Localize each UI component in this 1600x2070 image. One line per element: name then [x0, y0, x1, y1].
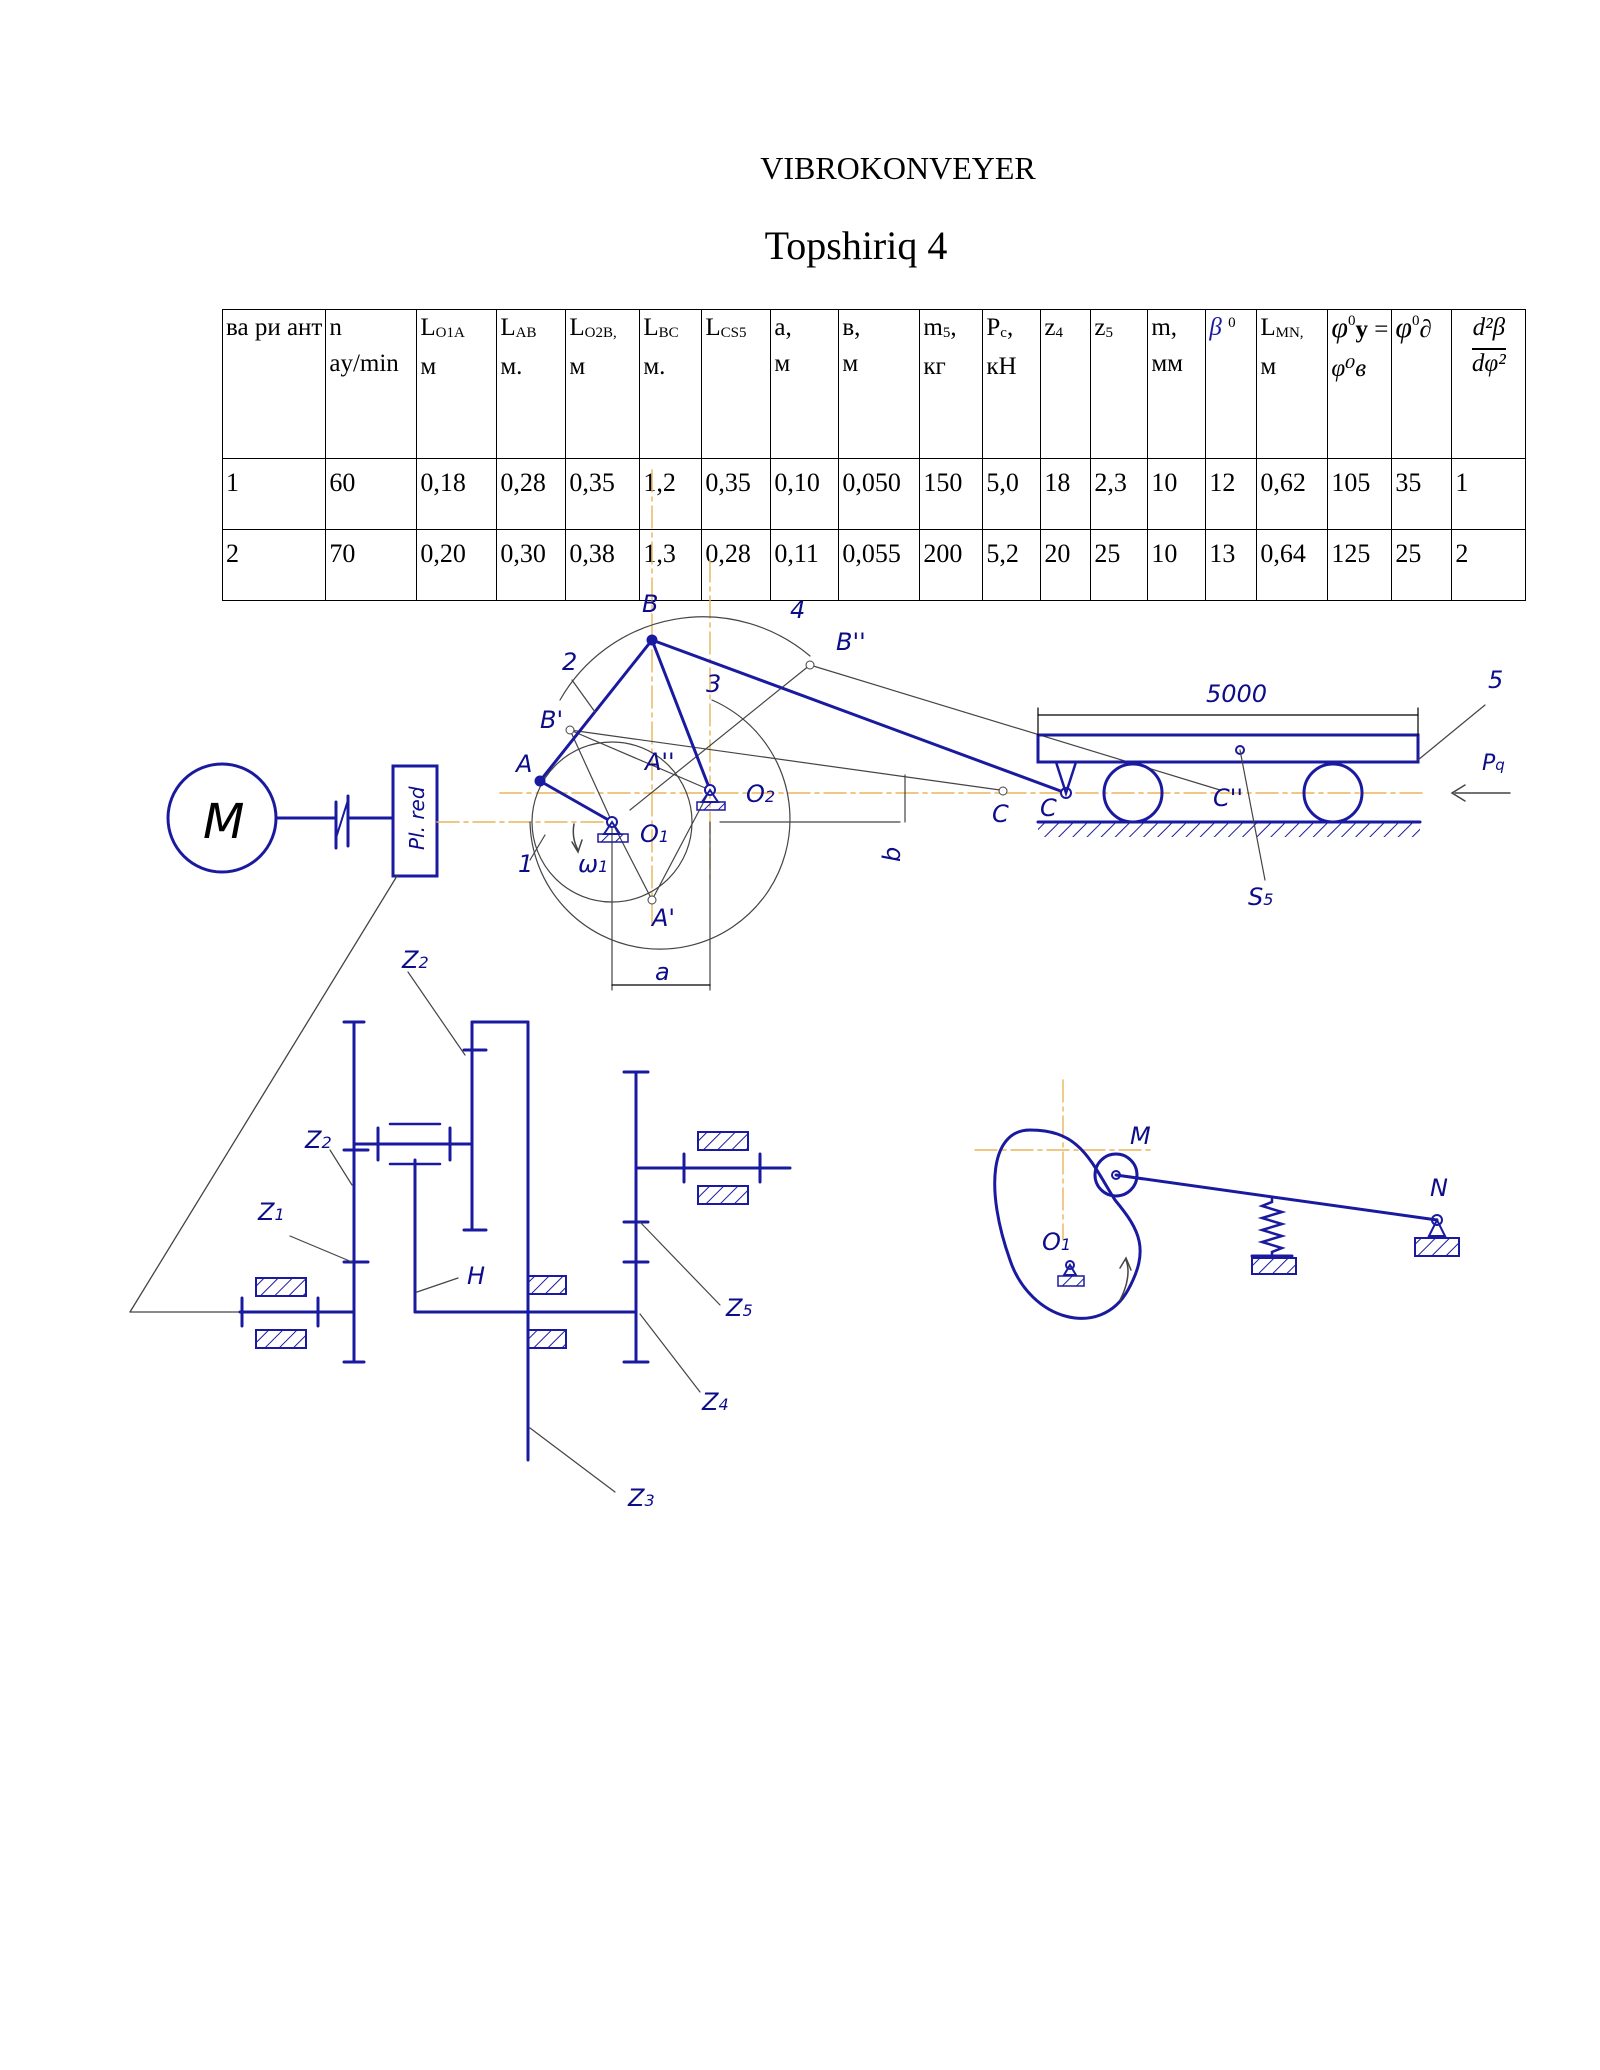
table-cell: 13 [1205, 529, 1258, 601]
label-a1: A' [650, 904, 675, 932]
label-b2: B'' [836, 628, 866, 656]
table-cell: 2 [221, 529, 327, 601]
label-dim-a: a [655, 958, 670, 986]
header-lo2b: LO2B,м [565, 309, 641, 459]
trajectory-arc-b [559, 616, 811, 701]
label-link-2: 2 [562, 648, 577, 676]
label-z5: Z5 [725, 1294, 753, 1322]
table-cell: 2 [1451, 529, 1527, 601]
table-cell: 105 [1327, 458, 1393, 530]
table-cell: 25 [1391, 529, 1453, 601]
crank-link [538, 779, 614, 824]
table-cell: 10 [1147, 458, 1207, 530]
header-phi-y: φ0y =φ⁰в [1327, 309, 1393, 459]
table-cell: 35 [1391, 458, 1453, 530]
table-cell: 0,35 [565, 458, 641, 530]
label-z2: Z2 [304, 1126, 332, 1154]
label-pq: Pq [1482, 751, 1505, 776]
header-a: а,м [770, 309, 840, 459]
table-cell: 1 [1451, 458, 1527, 530]
header-m: m,мм [1147, 309, 1207, 459]
table-cell: 0,35 [701, 458, 772, 530]
table-cell: 25 [1090, 529, 1149, 601]
reducer-label: Pl. red [405, 786, 429, 850]
header-pc: Pc,кН [982, 309, 1042, 459]
label-link-3: 3 [706, 670, 721, 698]
table-cell: 1,2 [639, 458, 703, 530]
platform-length-label: 5000 [1206, 680, 1267, 708]
label-h: H [467, 1262, 485, 1290]
label-o1: O1 [640, 820, 669, 848]
table-cell: 20 [1040, 529, 1092, 601]
table-cell: 0,38 [565, 529, 641, 601]
header-beta: β 0 [1205, 309, 1258, 459]
label-s5: S5 [1248, 883, 1273, 911]
label-omega: ω1 [578, 850, 608, 878]
rocker-link [650, 638, 712, 792]
table-cell: 125 [1327, 529, 1393, 601]
ground-hatch [1038, 823, 1420, 837]
follower-lever-mn [1114, 1173, 1439, 1222]
table-cell: 1,3 [639, 529, 703, 601]
label-a2: A'' [643, 748, 675, 776]
label-z4: Z4 [701, 1388, 729, 1416]
label-link-4: 4 [790, 596, 805, 624]
conveyor-platform [1036, 733, 1420, 764]
label-link-1: 1 [518, 850, 533, 878]
table-cell: 0,64 [1256, 529, 1329, 601]
header-b: в,м [838, 309, 921, 459]
table-cell: 0,10 [770, 458, 840, 530]
table-cell: 5,0 [982, 458, 1042, 530]
connecting-rod-bc [650, 638, 1068, 795]
table-cell: 2,3 [1090, 458, 1149, 530]
document-title: VIBROKONVEYER [760, 150, 1036, 186]
motor-label: M [203, 794, 244, 850]
label-c-extreme: C [992, 800, 1009, 828]
label-dim-b: b [878, 847, 906, 862]
table-cell: 0,28 [701, 529, 772, 601]
table-cell: 0,18 [416, 458, 498, 530]
table-cell: 150 [919, 458, 984, 530]
label-c2: C'' [1213, 784, 1243, 812]
cam-label-m: M [1130, 1122, 1151, 1150]
label-a: A [514, 750, 532, 778]
header-variant: ва ри ант [221, 309, 327, 459]
table-cell: 0,28 [496, 458, 567, 530]
cam-profile [993, 1128, 1142, 1320]
label-o2: O2 [746, 780, 775, 808]
label-z1: Z1 [257, 1198, 285, 1226]
header-z4: z4 [1040, 309, 1092, 459]
label-z3: Z3 [627, 1484, 655, 1512]
table-cell: 0,055 [838, 529, 921, 601]
label-c: C [1040, 794, 1057, 822]
cam-follower-roller [1093, 1152, 1139, 1198]
table-cell: 5,2 [982, 529, 1042, 601]
spring [1257, 1196, 1287, 1258]
label-link-5: 5 [1488, 666, 1503, 694]
label-z2-top: Z2 [401, 946, 429, 974]
cam-label-o1: O1 [1042, 1228, 1071, 1256]
table-cell: 70 [325, 529, 418, 601]
header-lmn: LMN,м [1256, 309, 1329, 459]
label-b1: B' [540, 706, 563, 734]
cam-label-n: N [1430, 1174, 1448, 1202]
label-b: B [642, 590, 658, 618]
table-cell: 0,62 [1256, 458, 1329, 530]
planetary-reducer-box [391, 764, 439, 878]
header-phi-d: φ0∂ [1391, 309, 1453, 459]
connecting-rod-ab [538, 638, 654, 783]
document-subtitle: Topshiriq 4 [764, 223, 948, 268]
